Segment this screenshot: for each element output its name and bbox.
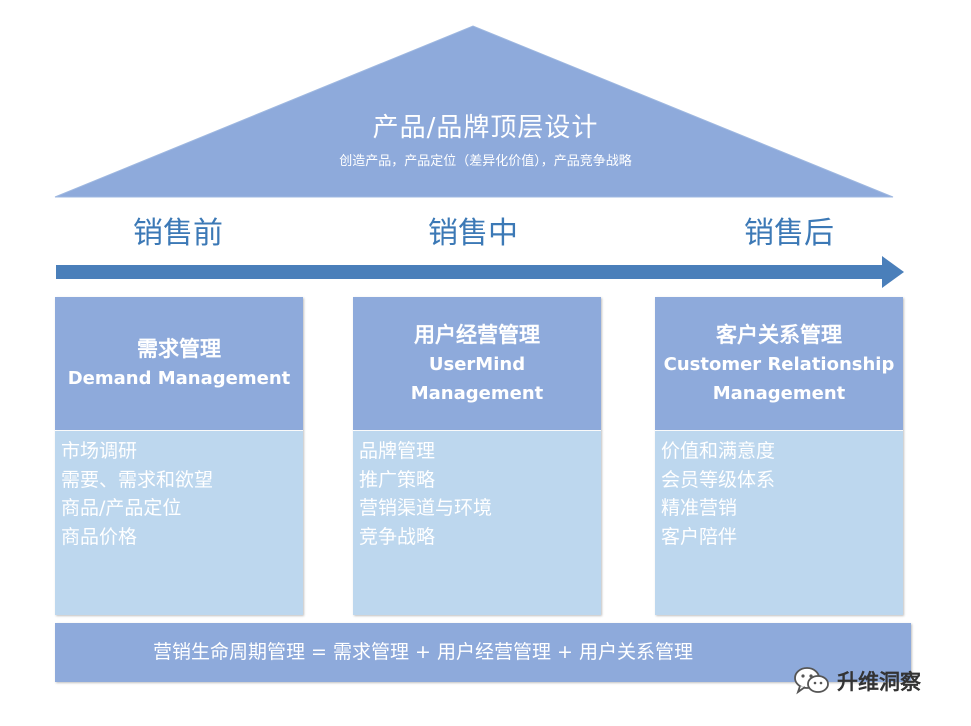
- column-title-en: UserMind: [428, 353, 526, 375]
- list-item: 价值和满意度: [661, 440, 776, 462]
- list-item: 会员等级体系: [661, 468, 776, 491]
- lifecycle-formula: 营销生命周期管理 = 需求管理 + 用户经营管理 + 用户关系管理: [153, 641, 693, 663]
- list-item: 品牌管理: [359, 440, 436, 462]
- list-item: 市场调研: [61, 440, 138, 462]
- phase-before-sales: 销售前: [133, 216, 223, 251]
- phase-after-sales: 销售后: [744, 216, 834, 251]
- list-item: 商品价格: [61, 525, 138, 548]
- list-item: 竞争战略: [359, 525, 436, 548]
- column-body: 价值和满意度 会员等级体系 精准营销 客户陪伴: [655, 431, 903, 615]
- column-demand-management: 需求管理 Demand Management 市场调研 需要、需求和欲望 商品/…: [55, 297, 303, 615]
- roof-title: 产品/品牌顶层设计: [372, 113, 599, 143]
- foundation-bar: 营销生命周期管理 = 需求管理 + 用户经营管理 + 用户关系管理: [55, 623, 911, 682]
- column-body: 市场调研 需要、需求和欲望 商品/产品定位 商品价格: [55, 431, 303, 615]
- column-title-zh: 客户关系管理: [716, 322, 842, 347]
- watermark: 升维洞察: [793, 666, 921, 696]
- column-customer-relationship: 客户关系管理 Customer Relationship Management …: [655, 297, 903, 615]
- column-title-en: Demand Management: [67, 368, 291, 389]
- list-item: 客户陪伴: [661, 525, 738, 548]
- column-header: 客户关系管理 Customer Relationship Management: [655, 297, 903, 431]
- list-item: 商品/产品定位: [61, 497, 182, 519]
- column-title-en-line2: Management: [410, 382, 544, 404]
- list-item: 需要、需求和欲望: [61, 468, 214, 491]
- wechat-icon: [794, 667, 829, 695]
- column-title-zh: 需求管理: [137, 337, 221, 361]
- column-header: 用户经营管理 UserMind Management: [353, 297, 601, 431]
- list-item: 推广策略: [359, 468, 436, 491]
- list-item: 营销渠道与环境: [359, 497, 493, 519]
- timeline-arrow: [56, 256, 904, 288]
- watermark-text: 升维洞察: [837, 670, 921, 694]
- column-title-en: Customer Relationship: [663, 353, 895, 375]
- column-body: 品牌管理 推广策略 营销渠道与环境 竞争战略: [353, 431, 601, 615]
- roof-triangle: [54, 25, 894, 198]
- column-title-en-line2: Management: [712, 382, 846, 404]
- column-user-management: 用户经营管理 UserMind Management 品牌管理 推广策略 营销渠…: [353, 297, 601, 615]
- column-title-zh: 用户经营管理: [414, 322, 540, 347]
- list-item: 精准营销: [661, 497, 738, 519]
- roof-subtitle: 创造产品，产品定位（差异化价值），产品竞争战略: [339, 154, 632, 169]
- column-header: 需求管理 Demand Management: [55, 297, 303, 431]
- phase-during-sales: 销售中: [428, 216, 518, 251]
